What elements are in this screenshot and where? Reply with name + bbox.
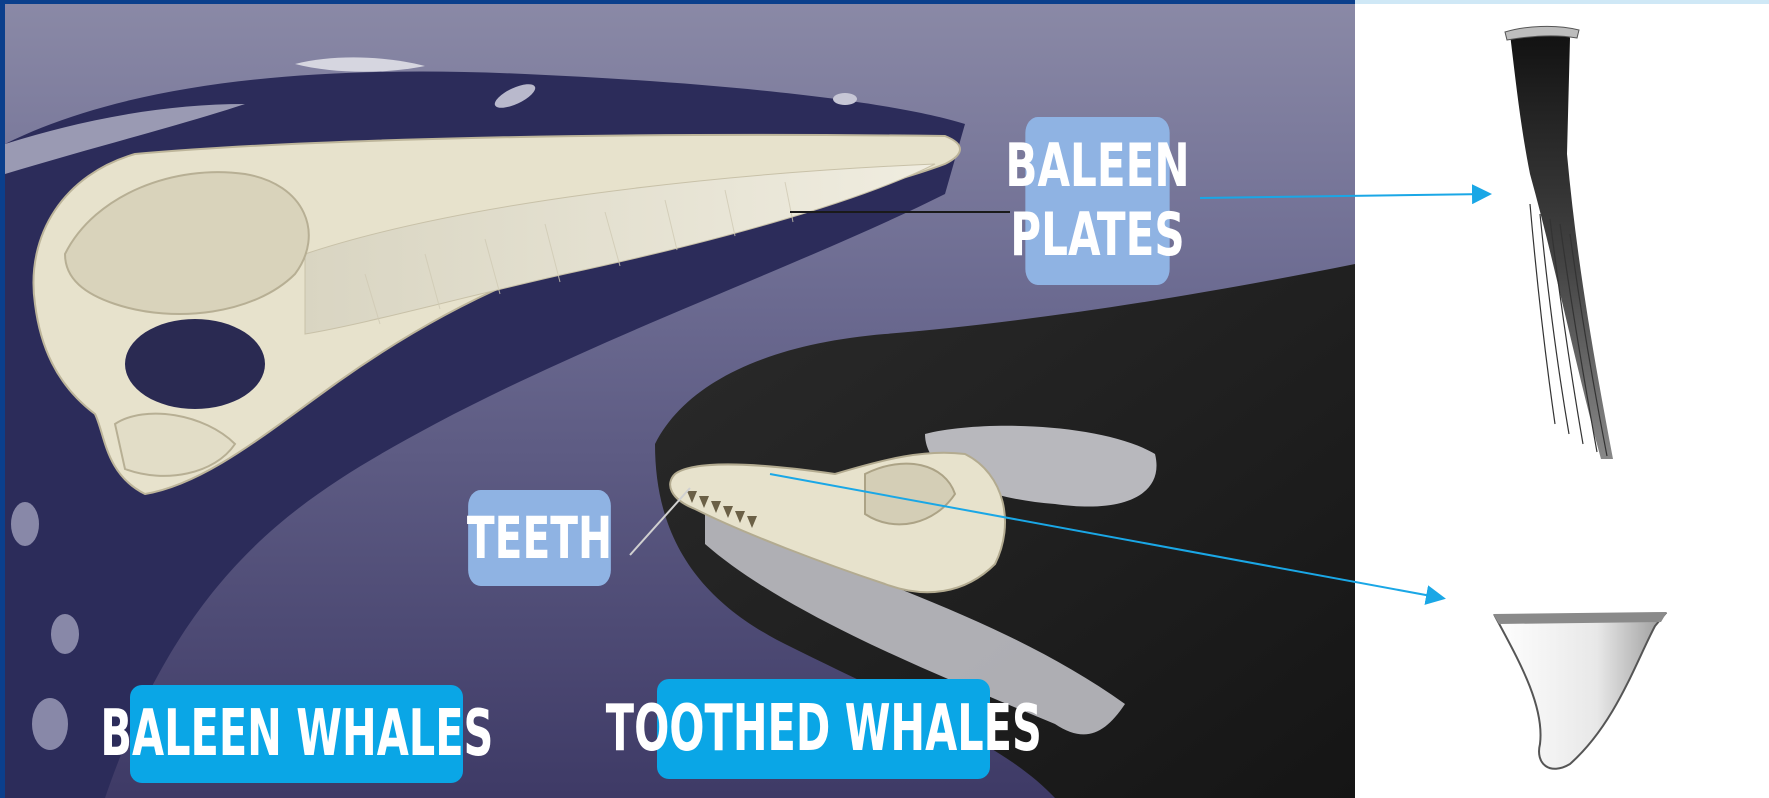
tooth-detail — [1493, 612, 1667, 769]
toothed-whales-caption-text: TOOTHED WHALES — [605, 692, 1041, 766]
baleen-whales-caption-text: BALEEN WHALES — [100, 697, 493, 771]
teeth-label: TEETH — [468, 490, 611, 586]
baleen-plates-label-text: BALEEN PLATES — [1005, 132, 1189, 270]
teeth-label-text: TEETH — [467, 505, 612, 572]
baleen-whales-caption: BALEEN WHALES — [130, 685, 463, 783]
toothed-whales-caption: TOOTHED WHALES — [657, 679, 990, 779]
detail-panel — [1355, 4, 1769, 798]
baleen-plate-detail — [1505, 26, 1613, 459]
baleen-plates-label: BALEEN PLATES — [1025, 117, 1169, 285]
